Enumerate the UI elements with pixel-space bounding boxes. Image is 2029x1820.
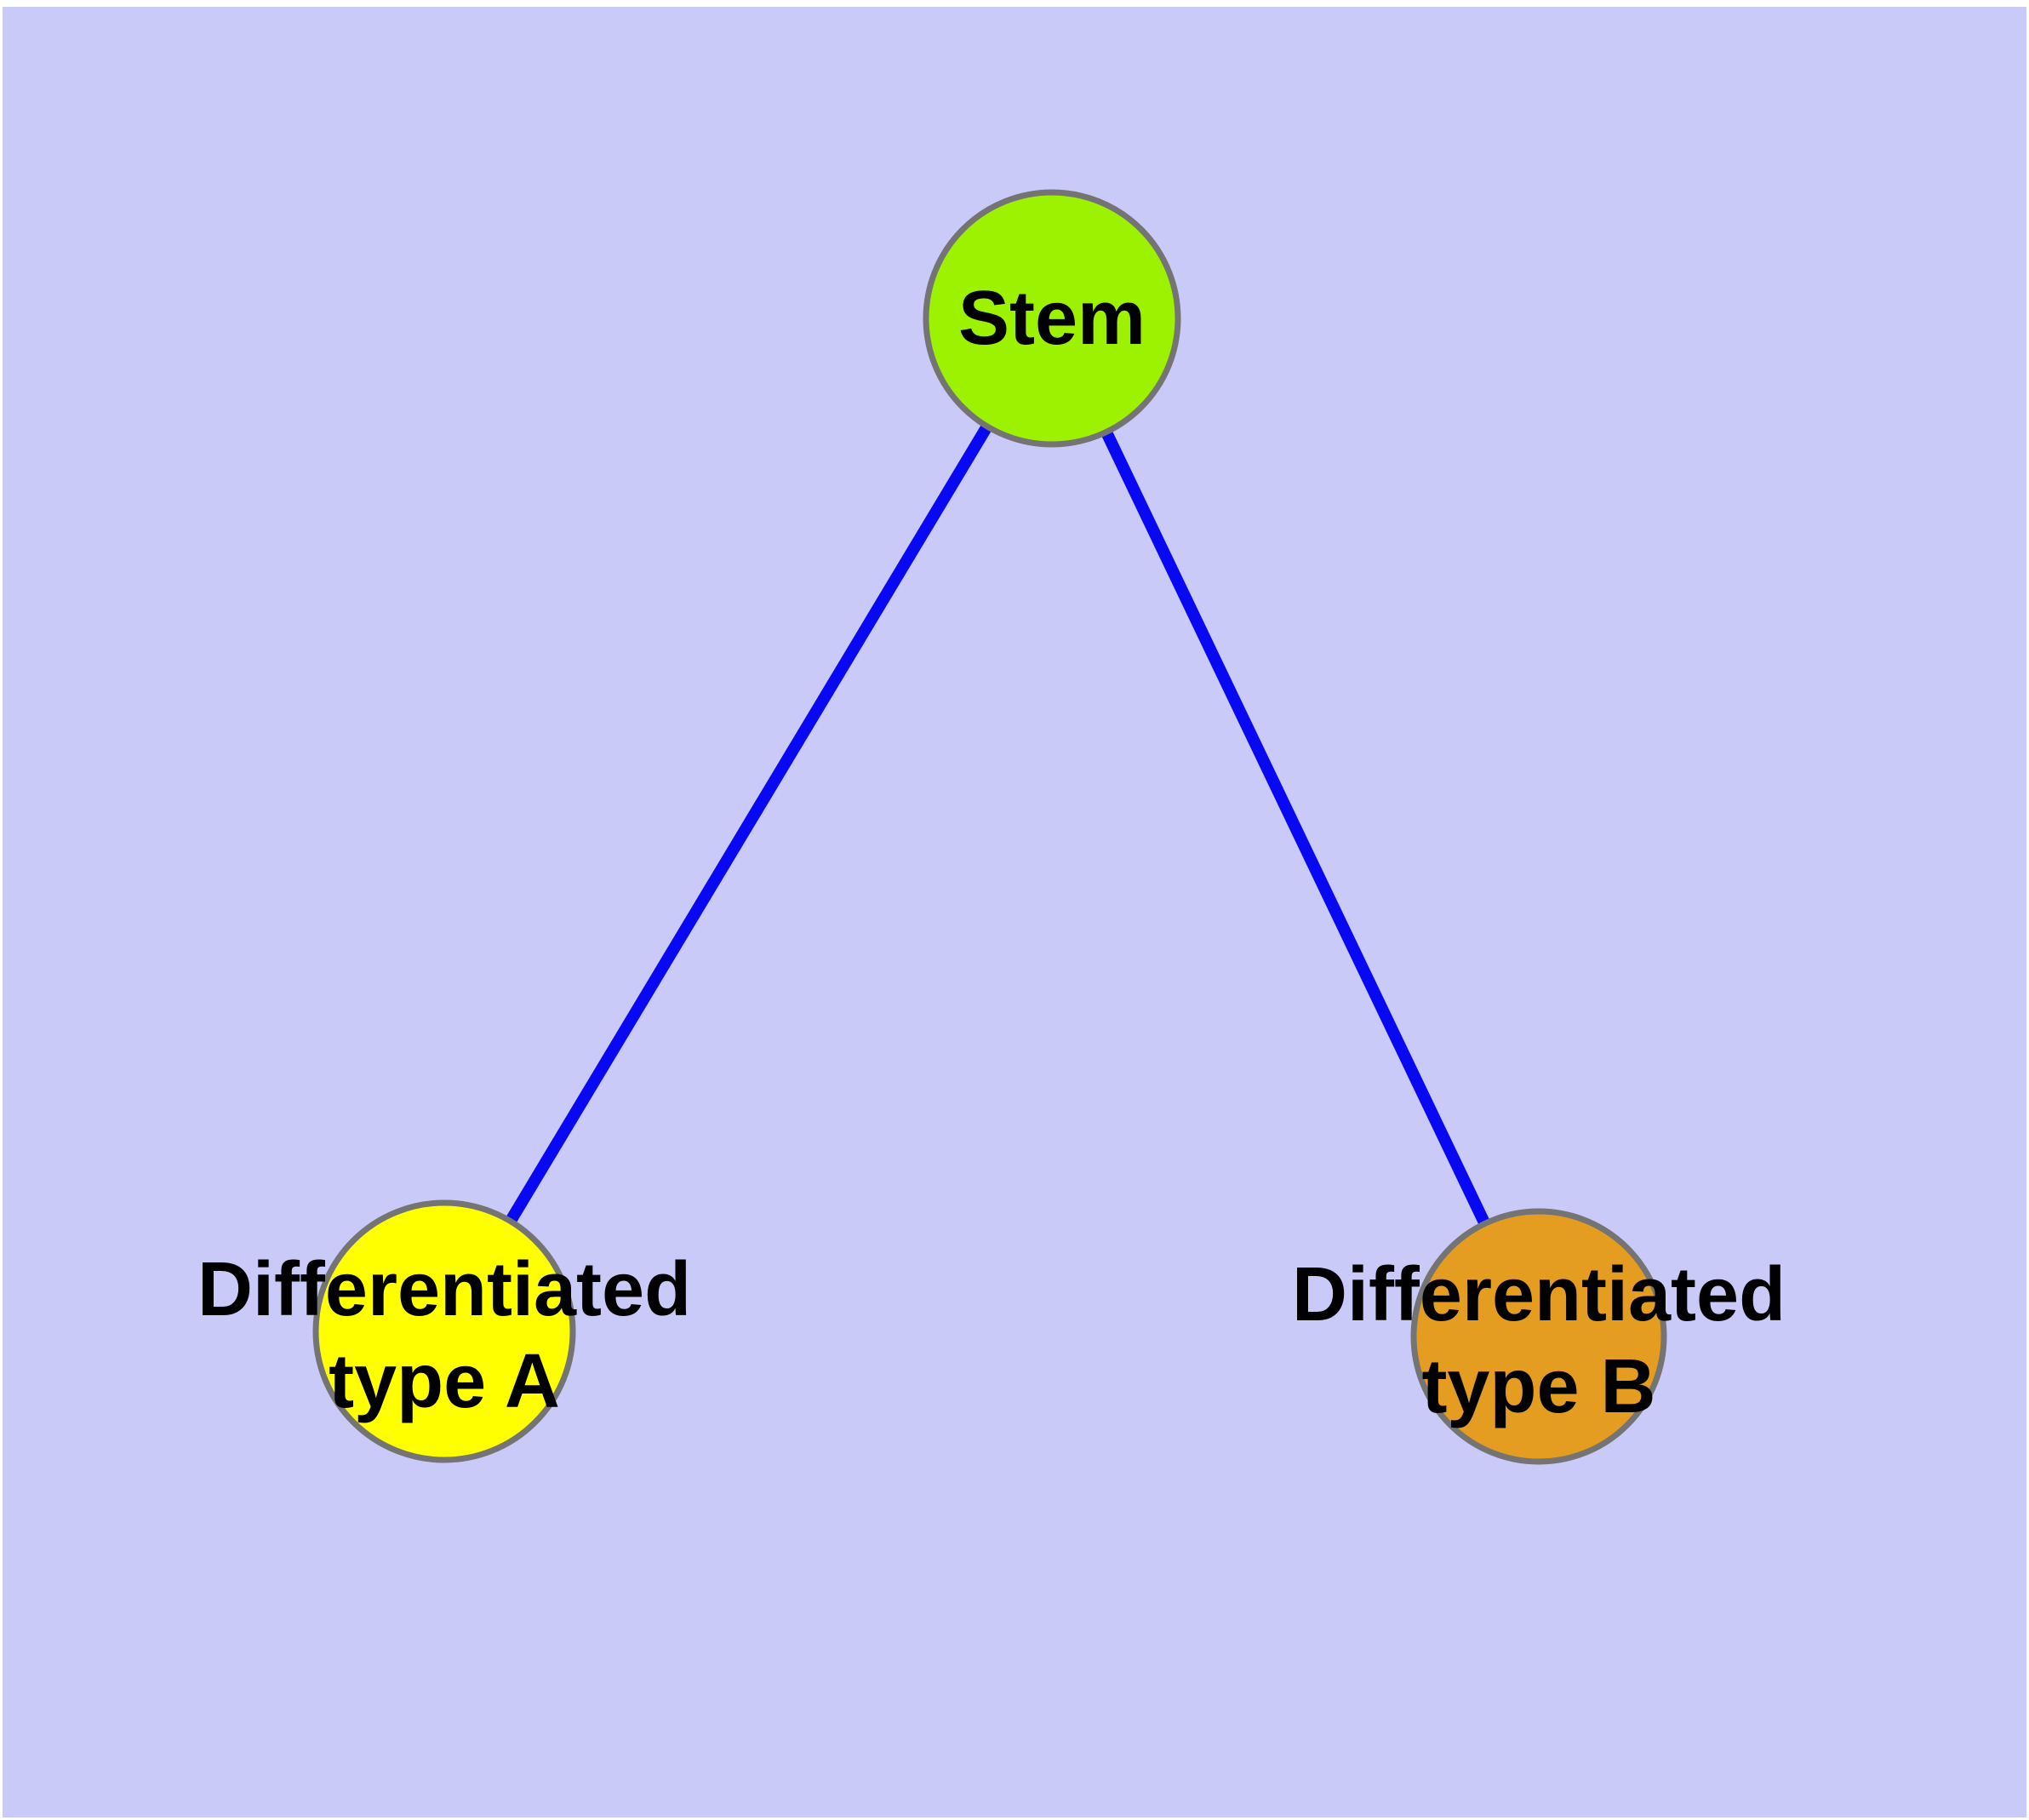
- stem-node-label: Stem: [958, 272, 1146, 364]
- edge-stem-to-type-b: [1046, 315, 1545, 1340]
- stem-node[interactable]: [923, 189, 1181, 448]
- type-a-label-line2: type A: [329, 1339, 560, 1424]
- differentiated-type-a-node[interactable]: [312, 1199, 576, 1463]
- differentiated-type-a-label: Differentiated type A: [197, 1244, 691, 1428]
- type-a-label-line1: Differentiated: [197, 1247, 692, 1332]
- differentiated-type-b-node[interactable]: [1410, 1208, 1667, 1465]
- stem-label-text: Stem: [957, 276, 1146, 361]
- edge-stem-to-type-a: [438, 315, 1058, 1335]
- type-b-label-line2: type B: [1421, 1344, 1656, 1429]
- type-b-label-line1: Differentiated: [1291, 1252, 1786, 1337]
- diagram-canvas: Stem Differentiated type A Differentiate…: [3, 7, 2026, 1817]
- differentiated-type-b-label: Differentiated type B: [1292, 1249, 1786, 1433]
- diagram-svg: [3, 7, 2026, 1817]
